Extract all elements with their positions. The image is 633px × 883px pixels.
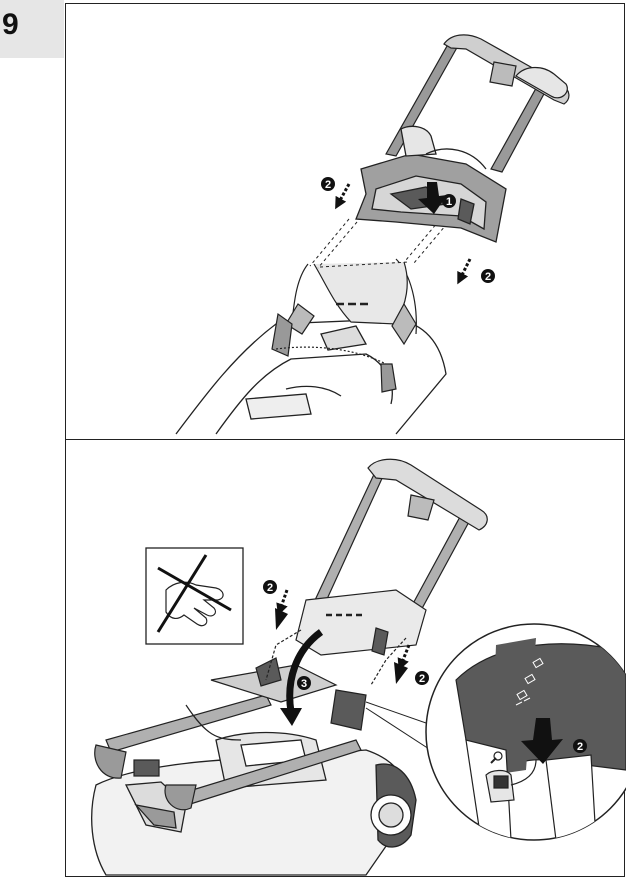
press-down-arrow-icon [521, 718, 563, 764]
press-down-arrow-icon [418, 182, 447, 214]
panel-divider [66, 439, 624, 440]
handle-guide-lines [309, 215, 452, 269]
step-tab: 9 [0, 0, 64, 58]
illustration-frame: 1 2 2 [65, 3, 626, 877]
folded-handle-bars [94, 657, 367, 811]
step-marker-2-right: 2 [481, 269, 495, 283]
fold-curve-arrow-icon [280, 629, 324, 726]
mower-body [91, 731, 417, 876]
bottom-panel-illustration: 3 2 2 [91, 458, 626, 876]
step-marker-2-handle: 2 [415, 671, 429, 685]
detail-magnifier: 2 [425, 623, 626, 841]
top-panel-illustration: 1 2 2 [175, 34, 570, 435]
step-marker-2-left: 2 [321, 177, 335, 191]
step-marker-2-warning: 2 [263, 580, 277, 594]
marker-2-right-label: 2 [485, 271, 491, 283]
marker-2-handle-label: 2 [419, 673, 425, 685]
step-marker-1: 1 [442, 194, 456, 208]
press-down-arrow-icon [394, 644, 411, 684]
lower-handle-frame [271, 258, 417, 393]
step-number: 9 [2, 8, 19, 41]
slide-down-arrow-icon [335, 183, 351, 210]
step-marker-2-detail: 2 [573, 739, 587, 753]
upright-upper-handle [265, 458, 488, 686]
marker-2-left-label: 2 [325, 179, 331, 191]
slide-down-arrow-icon [457, 258, 472, 285]
height-scale-icon [515, 657, 544, 706]
press-down-arrow-icon [275, 589, 289, 630]
crossed-out-hand-icon [145, 547, 244, 645]
marker-2-detail-label: 2 [577, 741, 583, 753]
marker-2-warning-label: 2 [267, 582, 273, 594]
marker-3-label: 3 [301, 678, 307, 690]
step-marker-3: 3 [297, 676, 311, 690]
marker-1-label: 1 [446, 196, 452, 208]
upper-handle-bars [385, 34, 570, 173]
